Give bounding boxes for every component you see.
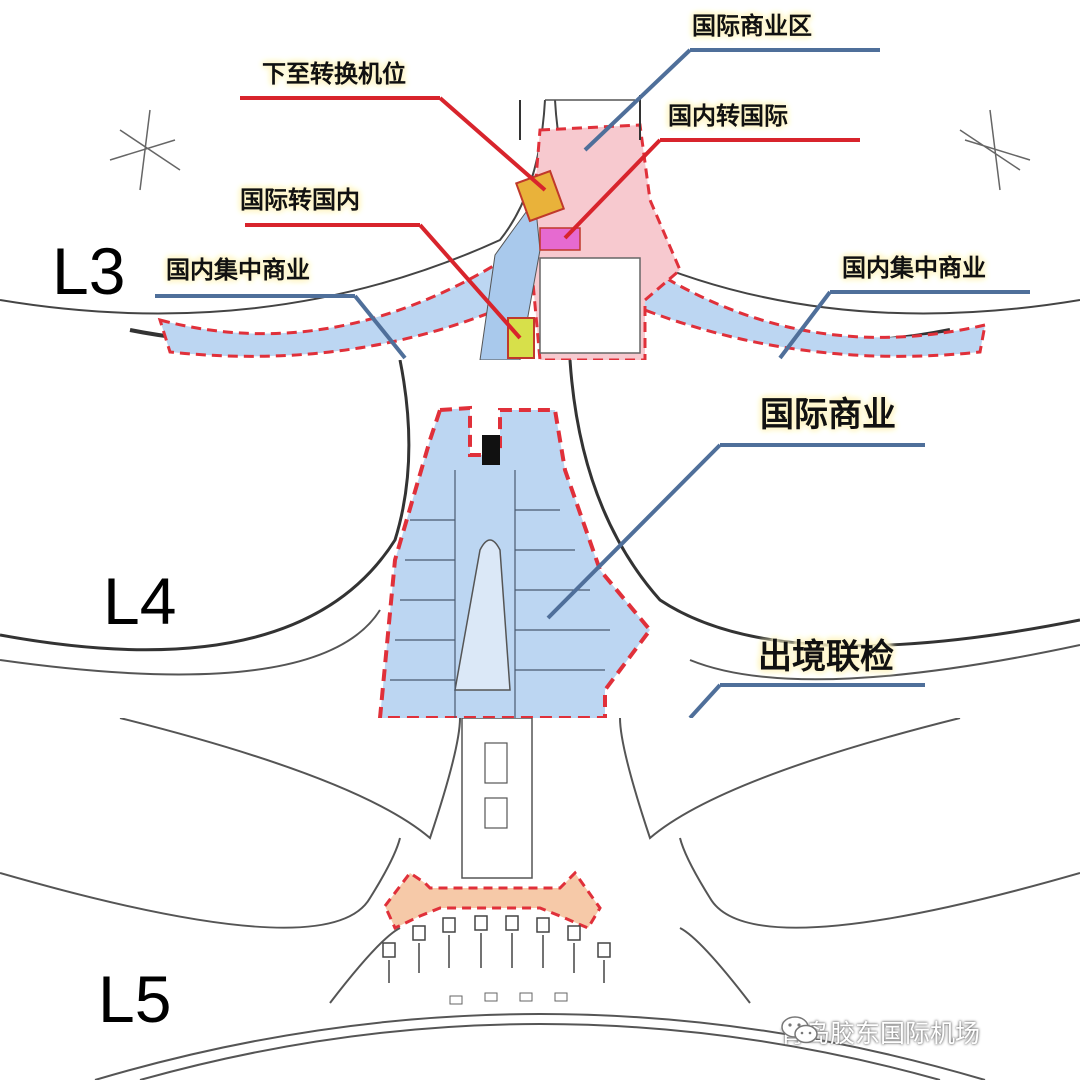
commercial-zone-l5 bbox=[383, 870, 602, 931]
level-3-panel: L3 国际商业区 下至转换机位 国内转国际 国际转国内 国内集中商业 国内集中商… bbox=[0, 0, 1080, 360]
label-domestic-to-intl: 国内转国际 bbox=[668, 102, 788, 130]
gate-stacks bbox=[382, 915, 611, 983]
level-5-floorplan bbox=[0, 718, 1080, 1080]
intl-to-domestic-box bbox=[507, 317, 535, 359]
level-3-floorplan bbox=[0, 48, 1080, 360]
domestic-commercial-zone-left bbox=[157, 259, 523, 358]
level-4-panel: L4 国际商业 出境联检 bbox=[0, 360, 1080, 718]
label-intl-to-domestic: 国际转国内 bbox=[240, 186, 360, 214]
watermark: 青岛胶东国际机场 bbox=[780, 1014, 980, 1050]
label-domestic-commercial-left: 国内集中商业 bbox=[166, 256, 310, 284]
label-domestic-commercial-right: 国内集中商业 bbox=[842, 254, 986, 282]
level-4-floorplan bbox=[0, 360, 1080, 718]
core-stair bbox=[482, 435, 500, 465]
central-core bbox=[539, 257, 641, 354]
level-label-l3: L3 bbox=[52, 234, 126, 308]
wechat-icon bbox=[781, 1016, 818, 1044]
label-intl-commercial-zone: 国际商业区 bbox=[692, 12, 812, 40]
central-walkway bbox=[454, 539, 511, 691]
level-5-panel: L5 bbox=[0, 718, 1080, 1080]
level-label-l5: L5 bbox=[98, 962, 172, 1036]
label-departure-joint-inspection: 出境联检 bbox=[758, 637, 894, 677]
label-intl-commercial: 国际商业 bbox=[760, 395, 896, 435]
label-down-to-transfer-stand: 下至转换机位 bbox=[262, 60, 406, 88]
level-label-l4: L4 bbox=[103, 564, 177, 638]
aircraft-icon bbox=[109, 109, 1031, 191]
